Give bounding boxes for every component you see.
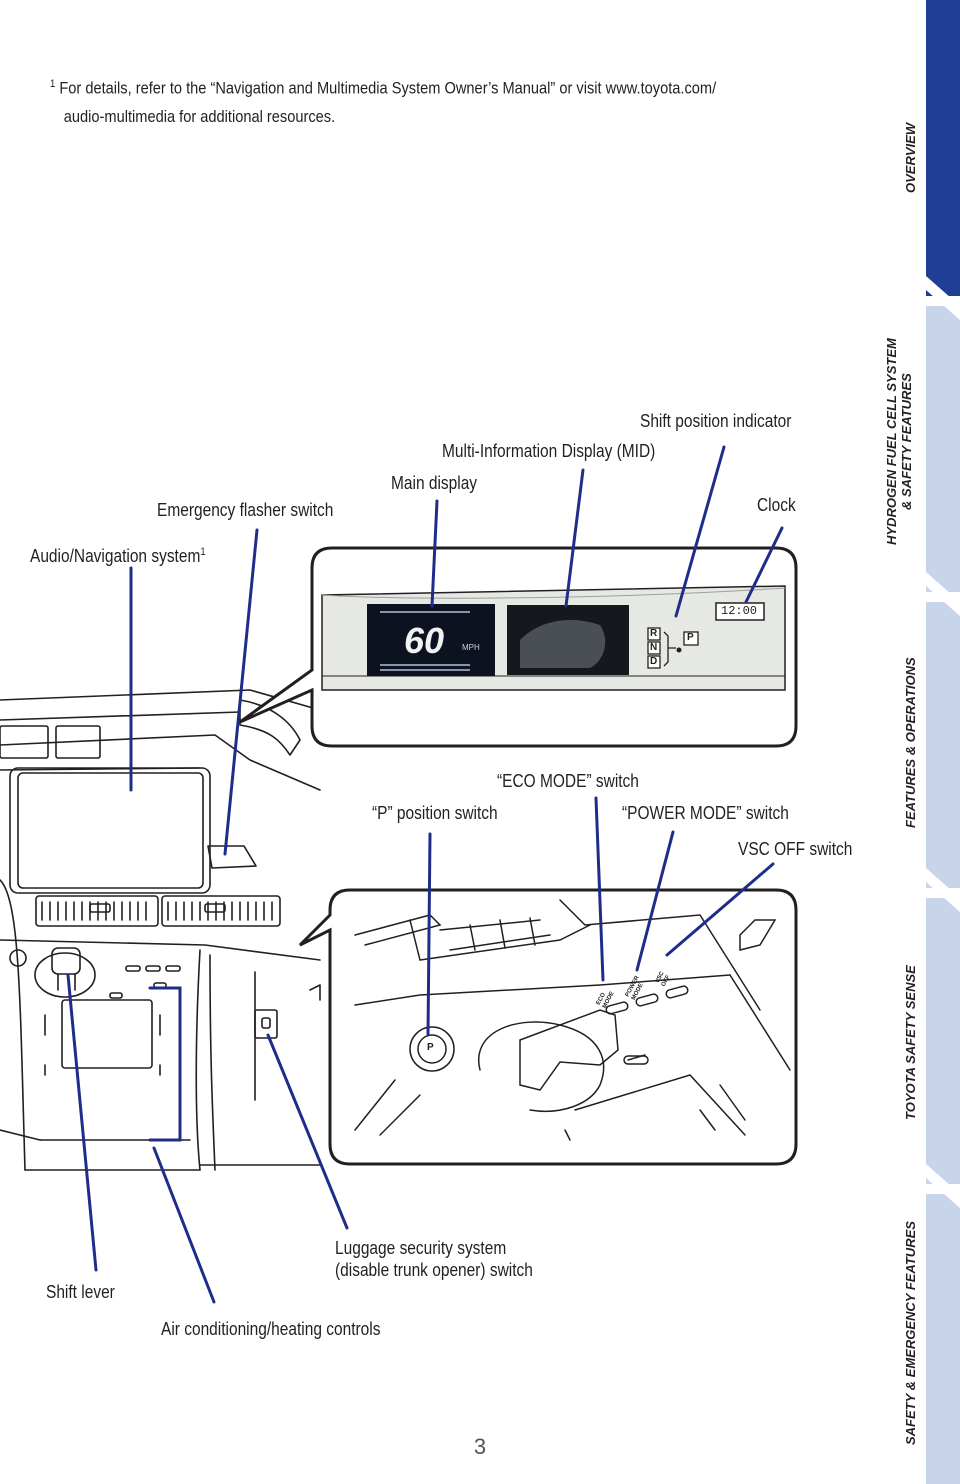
- section-tabs: [926, 0, 960, 1484]
- label-audio-nav-sup: 1: [200, 546, 206, 558]
- tab-safety-emergency[interactable]: [926, 1194, 960, 1484]
- page-number: 3: [473, 1434, 487, 1459]
- tab-label-hydrogen-line-2: & SAFETY FEATURES: [899, 373, 914, 511]
- shift-lever-knob: [51, 947, 81, 975]
- tab-label-safety-emergency[interactable]: SAFETY & EMERGENCY FEATURES: [903, 1221, 918, 1445]
- speedometer-value: 60: [404, 620, 445, 661]
- gear-d: D: [650, 656, 658, 667]
- clock-readout: 12:00: [721, 604, 758, 618]
- label-emergency-flasher: Emergency flasher switch: [157, 500, 334, 520]
- tab-label-hydrogen[interactable]: HYDROGEN FUEL CELL SYSTEM & SAFETY FEATU…: [884, 322, 914, 562]
- label-audio-nav-text: Audio/Navigation system: [30, 546, 201, 566]
- gear-n: N: [650, 642, 658, 653]
- console-callout: [298, 888, 798, 1166]
- meter-display: [321, 585, 786, 691]
- label-shift-lever: Shift lever: [46, 1282, 115, 1302]
- label-mid: Multi-Information Display (MID): [442, 441, 656, 461]
- label-main-display: Main display: [391, 473, 478, 493]
- label-power-mode: “POWER MODE” switch: [622, 803, 789, 823]
- tab-label-features[interactable]: FEATURES & OPERATIONS: [903, 657, 918, 829]
- tab-overview[interactable]: [926, 0, 960, 296]
- tab-features-operations[interactable]: [926, 602, 960, 888]
- tab-label-toyota-safety[interactable]: TOYOTA SAFETY SENSE: [903, 965, 918, 1121]
- footnote-line-2: audio-multimedia for additional resource…: [63, 106, 336, 126]
- leader-lines: [66, 445, 784, 1304]
- tab-label-overview[interactable]: OVERVIEW: [903, 122, 918, 194]
- label-air-conditioning: Air conditioning/heating controls: [161, 1319, 381, 1339]
- label-eco-mode: “ECO MODE” switch: [497, 771, 639, 791]
- label-shift-position-indicator: Shift position indicator: [640, 411, 792, 431]
- label-luggage-line-2: (disable trunk opener) switch: [335, 1260, 533, 1280]
- tab-toyota-safety-sense[interactable]: [926, 898, 960, 1184]
- footnote: 1 For details, refer to the “Navigation …: [50, 70, 764, 131]
- label-luggage-line-1: Luggage security system: [335, 1238, 507, 1258]
- tab-hydrogen-fuel-cell[interactable]: [926, 306, 960, 592]
- label-vsc-off: VSC OFF switch: [738, 839, 853, 859]
- gear-r: R: [650, 628, 658, 639]
- gear-p: P: [687, 632, 694, 643]
- label-audio-nav: Audio/Navigation system1: [30, 541, 206, 567]
- hazard-switch: [207, 845, 257, 869]
- console-detail: [354, 899, 791, 1141]
- label-p-position: “P” position switch: [372, 803, 498, 823]
- footnote-marker: 1: [50, 78, 56, 90]
- tab-label-hydrogen-line-1: HYDROGEN FUEL CELL SYSTEM: [884, 338, 899, 546]
- audio-screen: [17, 772, 204, 889]
- dash-top-line: [0, 689, 321, 711]
- luggage-switch: [254, 1009, 278, 1039]
- footnote-line-1: For details, refer to the “Navigation an…: [59, 78, 717, 98]
- p-button-tag: P: [427, 1042, 434, 1053]
- speed-unit: MPH: [462, 643, 480, 652]
- label-clock: Clock: [757, 495, 796, 515]
